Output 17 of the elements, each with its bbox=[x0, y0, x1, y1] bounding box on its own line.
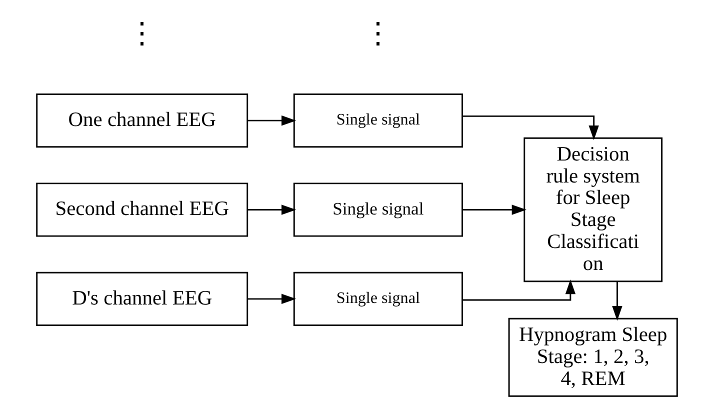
node-box: D's channel EEG bbox=[36, 272, 248, 326]
node-box: Hypnogram Sleep Stage: 1, 2, 3, 4, REM bbox=[508, 318, 678, 397]
node-box: Second channel EEG bbox=[36, 182, 248, 237]
arrow bbox=[247, 294, 296, 304]
arrow bbox=[612, 281, 622, 321]
arrow bbox=[462, 280, 576, 301]
label: ⋮ bbox=[363, 18, 392, 50]
arrow bbox=[247, 204, 296, 215]
label: ⋮ bbox=[127, 18, 156, 50]
node-box: Decision rule system for Sleep Stage Classificati on bbox=[523, 137, 662, 282]
node-box: One channel EEG bbox=[36, 94, 248, 148]
arrow bbox=[462, 204, 526, 215]
node-box: Single signal bbox=[292, 272, 462, 326]
arrow bbox=[247, 115, 296, 126]
node-box: Single signal bbox=[292, 94, 462, 148]
arrow bbox=[462, 115, 598, 140]
node-box: Single signal bbox=[292, 182, 462, 237]
